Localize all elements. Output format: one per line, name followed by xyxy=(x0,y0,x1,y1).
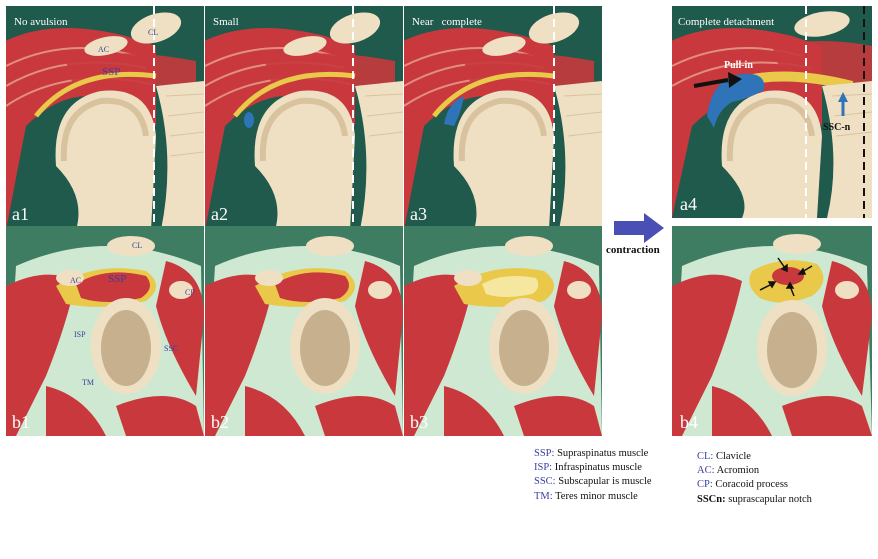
legend-abbr: CP: xyxy=(697,479,713,490)
label-ssc: SSC xyxy=(164,344,178,353)
legend-item-cl: CL: Clavicle xyxy=(697,451,872,463)
label-ac: AC xyxy=(70,276,81,285)
panel-a4: Complete detachment Pull-in SSC-n a4 xyxy=(662,6,872,218)
panel-title: No avulsion xyxy=(14,16,68,28)
legend-abbr: SSC: xyxy=(534,476,556,487)
retracted-ssp-body xyxy=(772,267,804,285)
legend-abbr: CL: xyxy=(697,451,713,462)
panel-a2: Small a2 xyxy=(195,6,403,230)
panel-label: a2 xyxy=(211,204,228,224)
label-cl: CL xyxy=(132,241,142,250)
label-ssp: SSP xyxy=(108,273,126,285)
legend-muscles: SSP: Supraspinatus muscle ISP: Infraspin… xyxy=(534,448,654,505)
legend-desc: Coracoid process xyxy=(715,479,788,490)
panel-a3: Near complete a3 xyxy=(394,6,602,230)
panel-label: b3 xyxy=(410,412,428,432)
legend-desc: Clavicle xyxy=(716,451,751,462)
legend-desc: suprascapular notch xyxy=(728,494,812,505)
legend-item-ac: AC: Acromion xyxy=(697,465,872,477)
panel-b2: b2 xyxy=(205,226,403,436)
legend-desc: Infraspinatus muscle xyxy=(555,462,642,473)
contraction-arrow-group: contraction xyxy=(606,213,664,256)
legend-abbr: SSP: xyxy=(534,448,554,459)
label-ssc-n: SSC-n xyxy=(823,122,851,133)
label-pull-in: Pull-in xyxy=(724,60,753,71)
legend-desc: Acromion xyxy=(717,465,760,476)
contraction-label: contraction xyxy=(606,244,660,256)
label-isp: ISP xyxy=(74,330,86,339)
label-cp: CP xyxy=(185,288,195,297)
legend-abbr: SSCn: xyxy=(697,494,726,505)
legend-desc: Subscapular is muscle xyxy=(558,476,651,487)
label-cl: CL xyxy=(148,28,158,37)
panel-title: Small xyxy=(213,16,239,28)
panel-label: a1 xyxy=(12,204,29,224)
label-tm: TM xyxy=(82,378,94,387)
contraction-arrow xyxy=(614,213,664,243)
legend-item-sscn: SSCn: suprascapular notch xyxy=(697,494,872,506)
legend-abbr: ISP: xyxy=(534,462,552,473)
panel-label: a4 xyxy=(680,194,697,214)
panel-label: a3 xyxy=(410,204,427,224)
panel-title: Near complete xyxy=(412,16,482,28)
legend-desc: Supraspinatus muscle xyxy=(557,448,648,459)
legend-item-isp: ISP: Infraspinatus muscle xyxy=(534,462,654,474)
panel-a1: No avulsion CL AC SSP a1 xyxy=(0,6,204,230)
label-ssp: SSP xyxy=(102,66,120,78)
panel-b1: CL AC SSP CP ISP SSC TM b1 xyxy=(6,226,204,436)
panel-title: Complete detachment xyxy=(678,16,774,28)
legend-bones: CL: Clavicle AC: Acromion CP: Coracoid p… xyxy=(697,451,872,508)
legend-item-ssp: SSP: Supraspinatus muscle xyxy=(534,448,654,460)
panel-b4: b4 xyxy=(672,226,872,436)
legend-item-cp: CP: Coracoid process xyxy=(697,479,872,491)
legend-item-ssc: SSC: Subscapular is muscle xyxy=(534,476,654,488)
legend-item-tm: TM: Teres minor muscle xyxy=(534,491,654,503)
legend-abbr: AC: xyxy=(697,465,715,476)
avulsion-small xyxy=(244,112,254,128)
panel-b3: b3 xyxy=(404,226,602,436)
panel-label: b2 xyxy=(211,412,229,432)
panel-label: b1 xyxy=(12,412,30,432)
legend-abbr: TM: xyxy=(534,491,553,502)
legend-desc: Teres minor muscle xyxy=(555,491,638,502)
panel-label: b4 xyxy=(680,412,698,432)
label-ac: AC xyxy=(98,45,109,54)
